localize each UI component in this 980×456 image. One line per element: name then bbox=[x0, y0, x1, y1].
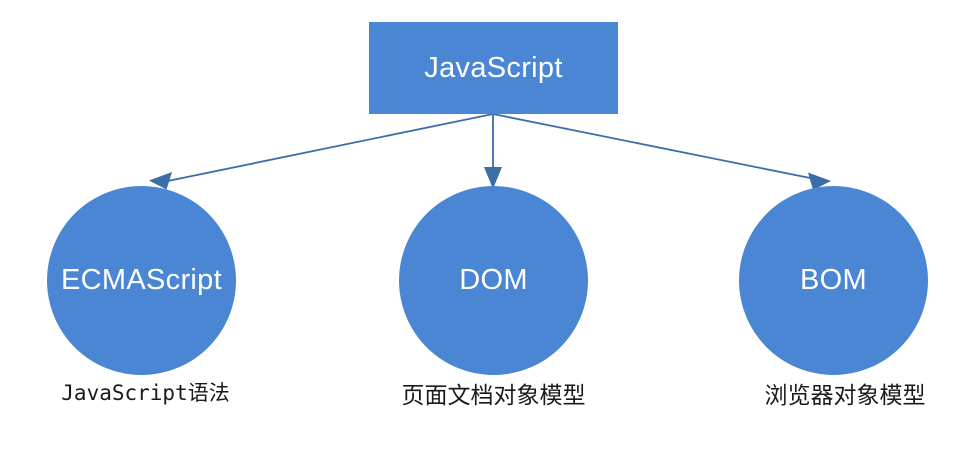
arrow-to-ecmascript bbox=[149, 113, 494, 190]
node-ecmascript[interactable]: ECMAScript bbox=[47, 186, 236, 375]
caption-dom: 页面文档对象模型 bbox=[401, 383, 586, 409]
node-bom[interactable]: BOM bbox=[739, 186, 928, 375]
caption-bom: 浏览器对象模型 bbox=[764, 383, 926, 409]
arrow-to-dom bbox=[484, 114, 502, 189]
arrow-to-bom bbox=[492, 113, 831, 190]
node-ecmascript-label: ECMAScript bbox=[61, 264, 222, 296]
node-javascript-label: JavaScript bbox=[424, 51, 563, 84]
caption-ecmascript: JavaScript语法 bbox=[61, 381, 230, 405]
node-dom[interactable]: DOM bbox=[399, 186, 588, 375]
node-bom-label: BOM bbox=[800, 264, 867, 296]
node-dom-label: DOM bbox=[459, 264, 528, 296]
node-javascript[interactable]: JavaScript bbox=[369, 22, 618, 114]
